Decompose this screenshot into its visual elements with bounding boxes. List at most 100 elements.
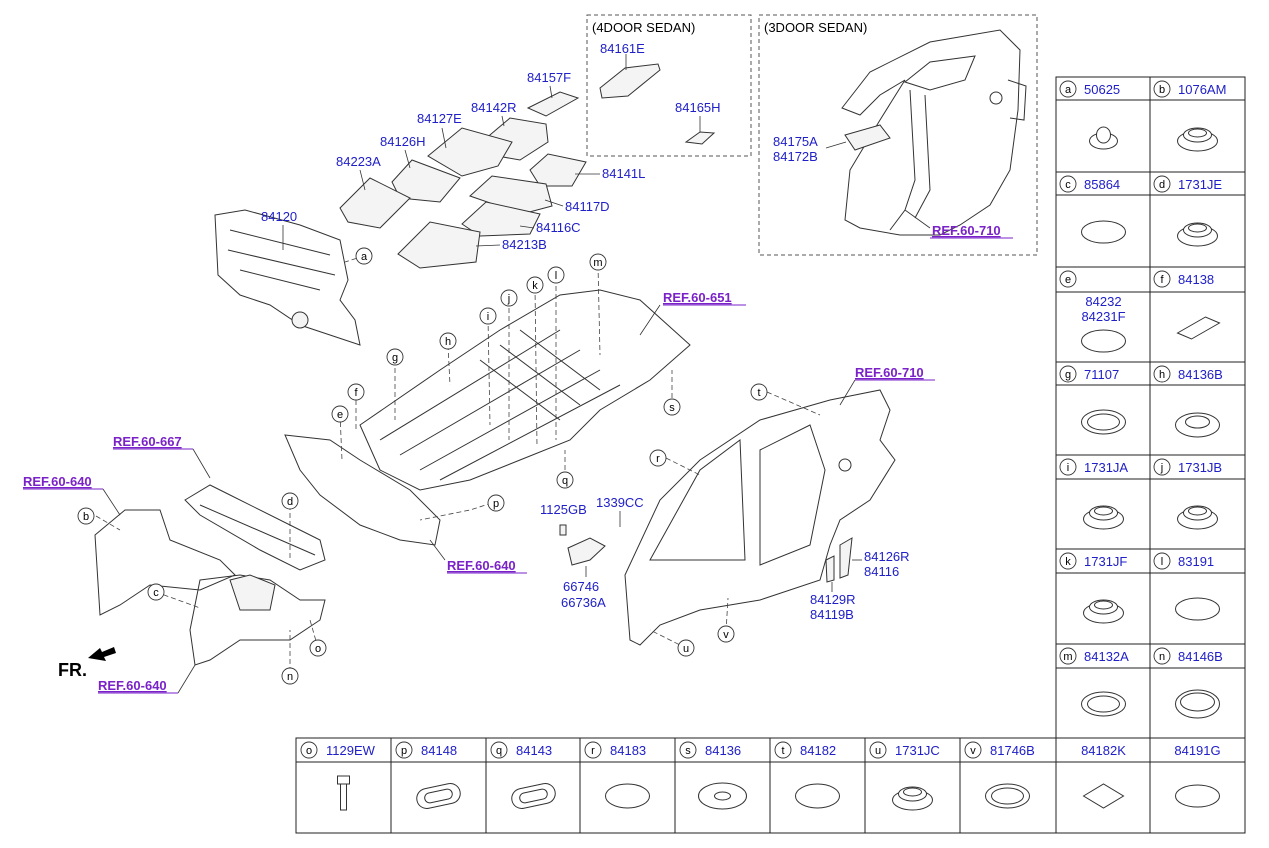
callout-u-letter[interactable]: u bbox=[683, 643, 689, 655]
part-1339cc-label[interactable]: 1339CC bbox=[596, 495, 644, 510]
legend-part-1731JC[interactable]: 1731JC bbox=[895, 743, 940, 758]
legend-f-letter: f bbox=[1160, 274, 1164, 286]
part-84141l-label[interactable]: 84141L bbox=[602, 166, 645, 181]
legend-part-1731JB[interactable]: 1731JB bbox=[1178, 460, 1222, 475]
legend-m-shape bbox=[1081, 691, 1126, 717]
callout-q-letter[interactable]: q bbox=[562, 475, 568, 487]
part-84117d-label[interactable]: 84117D bbox=[565, 199, 610, 214]
callout-p-letter[interactable]: p bbox=[493, 498, 499, 510]
legend-part-84182[interactable]: 84182 bbox=[800, 743, 836, 758]
legend-part-50625[interactable]: 50625 bbox=[1084, 82, 1120, 97]
part-84126r-label[interactable]: 84126R bbox=[864, 549, 910, 564]
legend-84148-shape bbox=[416, 783, 461, 809]
part-66746-label[interactable]: 66746 bbox=[563, 579, 599, 594]
ref-60-640-left[interactable]: REF.60-640 bbox=[23, 474, 92, 489]
callout-s-circle bbox=[663, 398, 681, 416]
part-84129r-label[interactable]: 84129R bbox=[810, 592, 856, 607]
legend-part-81746B[interactable]: 81746B bbox=[990, 743, 1035, 758]
part-84127e-label[interactable]: 84127E bbox=[417, 111, 462, 126]
callout-v-letter[interactable]: v bbox=[723, 629, 729, 641]
callout-g-letter[interactable]: g bbox=[392, 352, 398, 364]
legend-part-1731JF[interactable]: 1731JF bbox=[1084, 554, 1127, 569]
four-door-sedan-label: (4DOOR SEDAN) bbox=[592, 20, 695, 35]
ref-60-640-bottom[interactable]: REF.60-640 bbox=[98, 678, 167, 693]
callout-b-letter[interactable]: b bbox=[83, 511, 89, 523]
callout-l-letter[interactable]: l bbox=[555, 270, 557, 282]
part-84165h-label[interactable]: 84165H bbox=[675, 100, 721, 115]
legend-part-84138[interactable]: 84138 bbox=[1178, 272, 1214, 287]
legend-part-84191G[interactable]: 84191G bbox=[1174, 743, 1220, 758]
part-84120-label[interactable]: 84120 bbox=[261, 209, 297, 224]
callout-m-letter[interactable]: m bbox=[593, 257, 602, 269]
cowl-panel bbox=[184, 484, 326, 571]
callout-a-letter[interactable]: a bbox=[361, 251, 368, 263]
legend-part-84148[interactable]: 84148 bbox=[421, 743, 457, 758]
callout-e-letter[interactable]: e bbox=[337, 409, 343, 421]
legend-h-shape bbox=[1175, 412, 1220, 438]
legend-q-letter: q bbox=[496, 745, 502, 757]
callout-i-letter[interactable]: i bbox=[487, 311, 489, 323]
part-1125gb-label[interactable]: 1125GB bbox=[540, 502, 587, 517]
callout-s-letter[interactable]: s bbox=[669, 402, 675, 414]
part-84223a-label[interactable]: 84223A bbox=[336, 154, 381, 169]
ref-60-710-top[interactable]: REF.60-710 bbox=[932, 223, 1001, 238]
callout-d-letter[interactable]: d bbox=[287, 496, 293, 508]
quarter-panel-3door bbox=[841, 29, 1027, 236]
legend-part-84231F[interactable]: 84231F bbox=[1081, 309, 1125, 324]
callout-n-letter[interactable]: n bbox=[287, 671, 293, 683]
legend-e-shape bbox=[1081, 329, 1126, 353]
ref-60-651[interactable]: REF.60-651 bbox=[663, 290, 732, 305]
legend-part-84232[interactable]: 84232 bbox=[1085, 294, 1121, 309]
legend-part-84143[interactable]: 84143 bbox=[516, 743, 552, 758]
legend-j-circle bbox=[1153, 458, 1171, 476]
callout-m-circle bbox=[589, 253, 607, 271]
callout-t-letter[interactable]: t bbox=[757, 387, 760, 399]
part-84157f-label[interactable]: 84157F bbox=[527, 70, 571, 85]
ref-60-667[interactable]: REF.60-667 bbox=[113, 434, 182, 449]
legend-k-circle bbox=[1059, 552, 1077, 570]
callout-h-letter[interactable]: h bbox=[445, 336, 451, 348]
legend-g-letter: g bbox=[1065, 369, 1071, 381]
legend-part-85864[interactable]: 85864 bbox=[1084, 177, 1120, 192]
legend-part-84182K[interactable]: 84182K bbox=[1081, 743, 1126, 758]
callout-v-circle bbox=[717, 625, 735, 643]
legend-v-letter: v bbox=[970, 745, 976, 757]
part-84116c-label[interactable]: 84116C bbox=[536, 220, 581, 235]
part-84142r-label[interactable]: 84142R bbox=[471, 100, 517, 115]
part-66736a-label[interactable]: 66736A bbox=[561, 595, 606, 610]
ref-60-640-mid[interactable]: REF.60-640 bbox=[447, 558, 516, 573]
ref-60-710-mid[interactable]: REF.60-710 bbox=[855, 365, 924, 380]
legend-part-71107[interactable]: 71107 bbox=[1084, 367, 1119, 382]
legend-part-84136[interactable]: 84136 bbox=[705, 743, 741, 758]
legend-m-letter: m bbox=[1063, 651, 1072, 663]
legend-part-83191[interactable]: 83191 bbox=[1178, 554, 1214, 569]
legend-l-shape bbox=[1175, 597, 1220, 621]
legend-84136-shape bbox=[698, 782, 747, 810]
callout-f-letter[interactable]: f bbox=[354, 387, 358, 399]
part-84213b-label[interactable]: 84213B bbox=[502, 237, 547, 252]
legend-part-84132A[interactable]: 84132A bbox=[1084, 649, 1129, 664]
callout-j-letter[interactable]: j bbox=[507, 293, 510, 305]
legend-part-1731JA[interactable]: 1731JA bbox=[1084, 460, 1128, 475]
part-84161e-label[interactable]: 84161E bbox=[600, 41, 645, 56]
part-84172b-label[interactable]: 84172B bbox=[773, 149, 818, 164]
part-84126h-label[interactable]: 84126H bbox=[380, 134, 426, 149]
callout-r-letter[interactable]: r bbox=[656, 453, 660, 465]
callout-k-letter[interactable]: k bbox=[532, 280, 538, 292]
legend-part-1731JE[interactable]: 1731JE bbox=[1178, 177, 1222, 192]
callout-n-circle bbox=[281, 667, 299, 685]
part-84175a-label[interactable]: 84175A bbox=[773, 134, 818, 149]
legend-part-84136B[interactable]: 84136B bbox=[1178, 367, 1223, 382]
legend-part-84146B[interactable]: 84146B bbox=[1178, 649, 1223, 664]
legend-i-circle bbox=[1059, 458, 1077, 476]
legend-part-1076AM[interactable]: 1076AM bbox=[1178, 82, 1226, 97]
part-84116-label[interactable]: 84116 bbox=[864, 564, 899, 579]
legend-part-1129EW[interactable]: 1129EW bbox=[326, 743, 376, 758]
part-84119b-label[interactable]: 84119B bbox=[810, 607, 854, 622]
legend-84183-shape bbox=[605, 783, 650, 809]
legend-part-84183[interactable]: 84183 bbox=[610, 743, 646, 758]
callout-c-letter[interactable]: c bbox=[153, 587, 159, 599]
callout-o-letter[interactable]: o bbox=[315, 643, 321, 655]
legend-u-letter: u bbox=[875, 745, 881, 757]
